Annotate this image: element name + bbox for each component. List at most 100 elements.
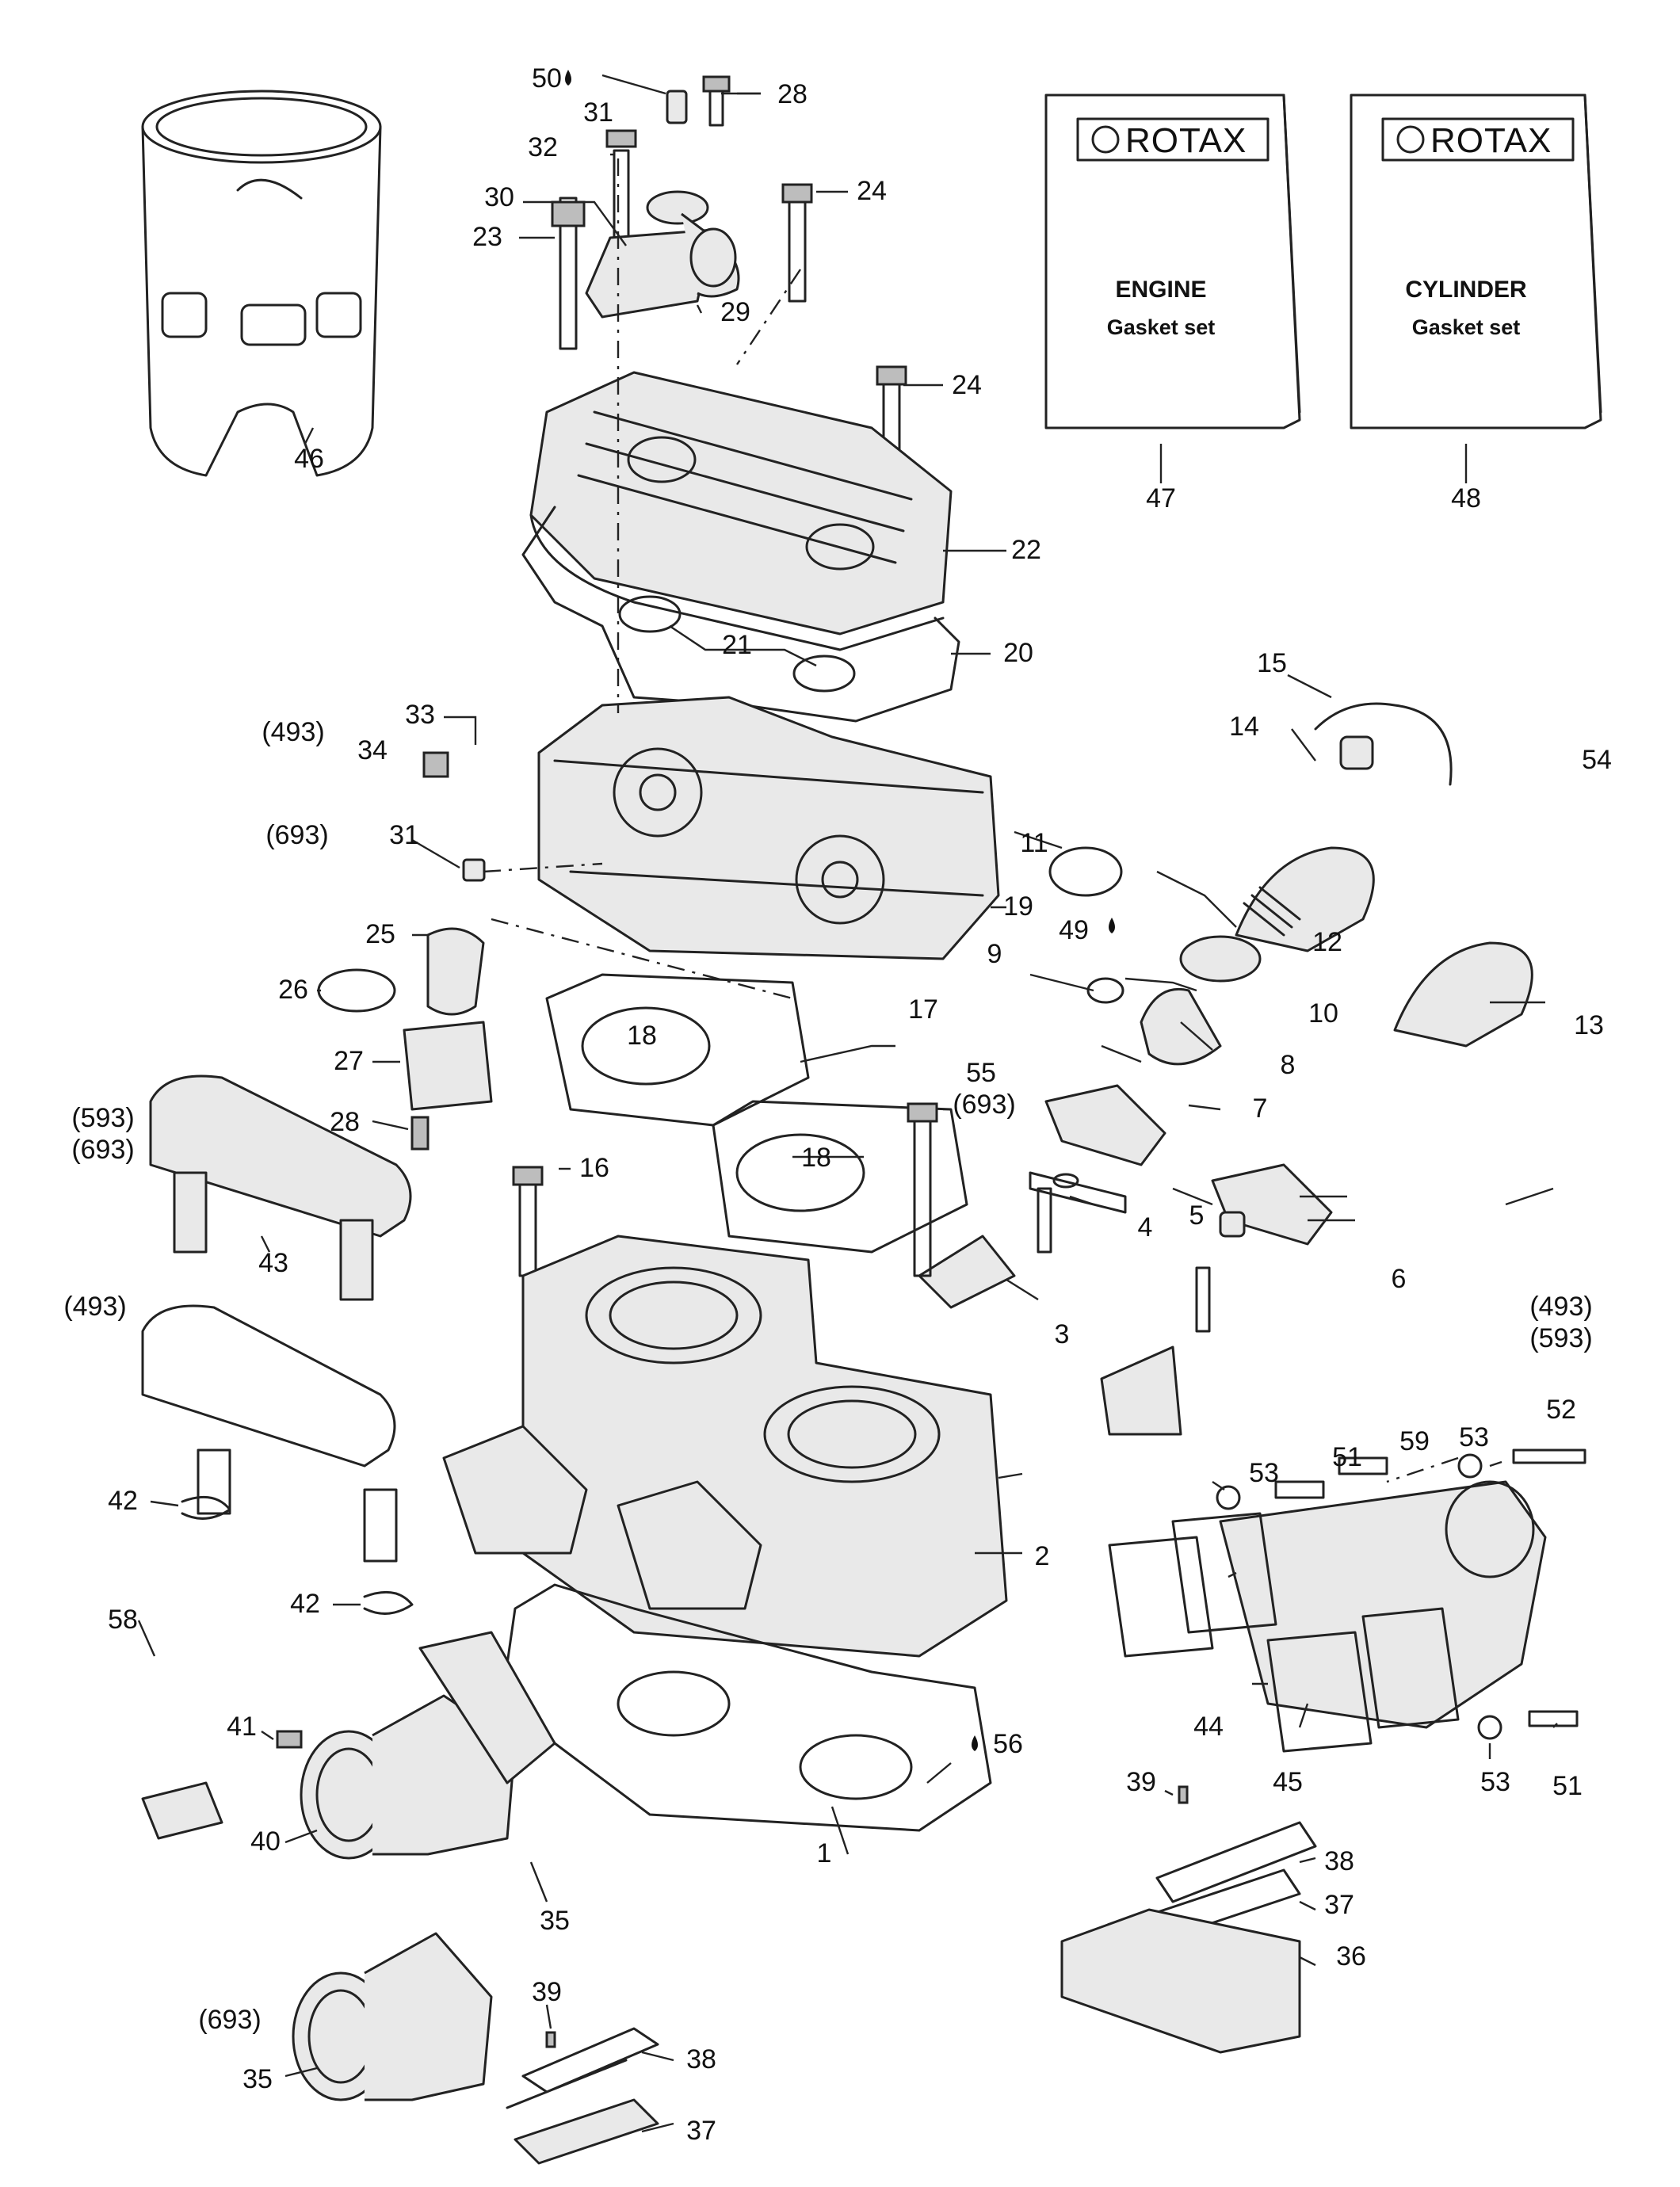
callout-1: 1 bbox=[817, 1838, 832, 1868]
manual-title: ENGINE bbox=[1115, 277, 1206, 303]
callout-37: 37 bbox=[1324, 1890, 1354, 1920]
callout-6: 6 bbox=[1392, 1264, 1407, 1294]
callout-54: 54 bbox=[1582, 745, 1612, 775]
callout-29: 29 bbox=[720, 297, 750, 327]
callout-36: 36 bbox=[1336, 1941, 1366, 1971]
callout-37: 37 bbox=[686, 2116, 716, 2146]
callout-51: 51 bbox=[1552, 1771, 1583, 1801]
carburetor-adaptor-693 bbox=[292, 1932, 493, 2101]
callout-19: 19 bbox=[1003, 891, 1033, 922]
model-marker: (493) bbox=[63, 1292, 126, 1322]
callout-13: 13 bbox=[1574, 1010, 1604, 1040]
callout-32: 32 bbox=[528, 132, 558, 162]
callout-11: 11 bbox=[1020, 828, 1048, 858]
callout-30: 30 bbox=[484, 182, 514, 212]
cylinder-head bbox=[537, 696, 1000, 960]
drop-icon bbox=[1109, 918, 1115, 933]
screw bbox=[1274, 1480, 1325, 1499]
hose-clamp bbox=[181, 1495, 231, 1520]
callout-56: 56 bbox=[993, 1729, 1023, 1759]
diaphragm bbox=[1179, 935, 1262, 983]
callout-7: 7 bbox=[1253, 1094, 1268, 1124]
callout-35: 35 bbox=[540, 1906, 570, 1936]
callout-15: 15 bbox=[1257, 648, 1287, 678]
callout-3: 3 bbox=[1055, 1319, 1070, 1349]
water-outlet bbox=[585, 190, 740, 319]
callout-41: 41 bbox=[227, 1712, 257, 1742]
callout-18: 18 bbox=[801, 1143, 831, 1173]
washer bbox=[1477, 1715, 1502, 1740]
water-pipe-493 bbox=[141, 1304, 398, 1563]
model-markers: (493) (693) (593) (693) (693) (493) (493… bbox=[63, 717, 1592, 2035]
callout-39: 39 bbox=[1126, 1767, 1156, 1797]
screw bbox=[276, 1730, 303, 1749]
hose-clamp bbox=[363, 1590, 414, 1615]
cylinder-head-bolts bbox=[551, 75, 907, 469]
callout-55: 55 bbox=[966, 1058, 996, 1088]
callout-59: 59 bbox=[1399, 1426, 1430, 1456]
callout-17: 17 bbox=[908, 994, 938, 1025]
valve-piston bbox=[1140, 987, 1222, 1066]
callout-52: 52 bbox=[1546, 1395, 1576, 1425]
drop-icon bbox=[972, 1735, 978, 1751]
callout-24: 24 bbox=[857, 176, 887, 206]
callout-27: 27 bbox=[334, 1046, 364, 1076]
washer bbox=[1457, 1453, 1483, 1479]
washer bbox=[1216, 1485, 1241, 1510]
callout-4: 4 bbox=[1138, 1212, 1153, 1242]
reed-stop bbox=[1155, 1821, 1317, 1903]
callout-20: 20 bbox=[1003, 638, 1033, 668]
callout-28: 28 bbox=[330, 1107, 360, 1137]
callout-8: 8 bbox=[1281, 1050, 1296, 1080]
valve-rod bbox=[1195, 1266, 1211, 1333]
callout-numbers: 1 2 3 4 5 6 7 8 9 10 11 12 13 14 15 16 1… bbox=[108, 63, 1612, 2146]
callout-46: 46 bbox=[294, 444, 324, 474]
callout-38: 38 bbox=[1324, 1846, 1354, 1876]
manual-brand: ROTAX bbox=[1430, 121, 1552, 160]
bracket bbox=[141, 1781, 223, 1840]
callout-47: 47 bbox=[1146, 483, 1176, 513]
exhaust-gasket bbox=[1108, 1536, 1214, 1658]
callout-53: 53 bbox=[1459, 1422, 1489, 1452]
callout-2: 2 bbox=[1035, 1541, 1050, 1571]
callout-34: 34 bbox=[357, 735, 388, 765]
callout-40: 40 bbox=[250, 1826, 281, 1857]
callout-23: 23 bbox=[472, 222, 502, 252]
callout-58: 58 bbox=[108, 1605, 138, 1635]
valve-cover bbox=[1044, 1084, 1166, 1166]
model-marker: (493) bbox=[262, 717, 324, 747]
reed-valve bbox=[418, 1631, 556, 1784]
callout-24: 24 bbox=[952, 370, 982, 400]
callout-18: 18 bbox=[627, 1021, 657, 1051]
cylinder-head-gasket bbox=[545, 973, 810, 1127]
thermostat bbox=[426, 927, 485, 1016]
o-ring bbox=[1086, 977, 1124, 1004]
cylinder-gasket-set-manual: ROTAX CYLINDER Gasket set bbox=[1350, 94, 1602, 429]
callout-35: 35 bbox=[242, 2064, 273, 2094]
reed-petal bbox=[514, 2098, 659, 2165]
o-ring bbox=[1052, 1173, 1079, 1189]
callout-25: 25 bbox=[365, 919, 395, 949]
callout-33: 33 bbox=[405, 700, 435, 730]
drop-icon bbox=[565, 70, 571, 86]
callout-43: 43 bbox=[258, 1248, 288, 1278]
bushing bbox=[462, 858, 486, 882]
water-pipe bbox=[149, 1074, 412, 1301]
manual-brand: ROTAX bbox=[1125, 121, 1247, 160]
valve-gasket bbox=[1029, 1171, 1127, 1214]
callout-49: 49 bbox=[1059, 915, 1089, 945]
callout-48: 48 bbox=[1451, 483, 1481, 513]
screw bbox=[1528, 1710, 1579, 1727]
callout-14: 14 bbox=[1229, 712, 1259, 742]
o-ring bbox=[317, 968, 396, 1013]
manual-subtitle: Gasket set bbox=[1107, 315, 1216, 339]
callout-31: 31 bbox=[583, 97, 613, 128]
exhaust-gasket bbox=[1171, 1512, 1277, 1634]
plug bbox=[422, 751, 449, 778]
reed-stop bbox=[506, 2027, 659, 2109]
callout-10: 10 bbox=[1308, 998, 1338, 1029]
callout-42: 42 bbox=[108, 1486, 138, 1516]
screw bbox=[410, 1116, 430, 1151]
rave-valve bbox=[918, 1235, 1016, 1309]
model-marker: (693) bbox=[198, 2005, 261, 2035]
